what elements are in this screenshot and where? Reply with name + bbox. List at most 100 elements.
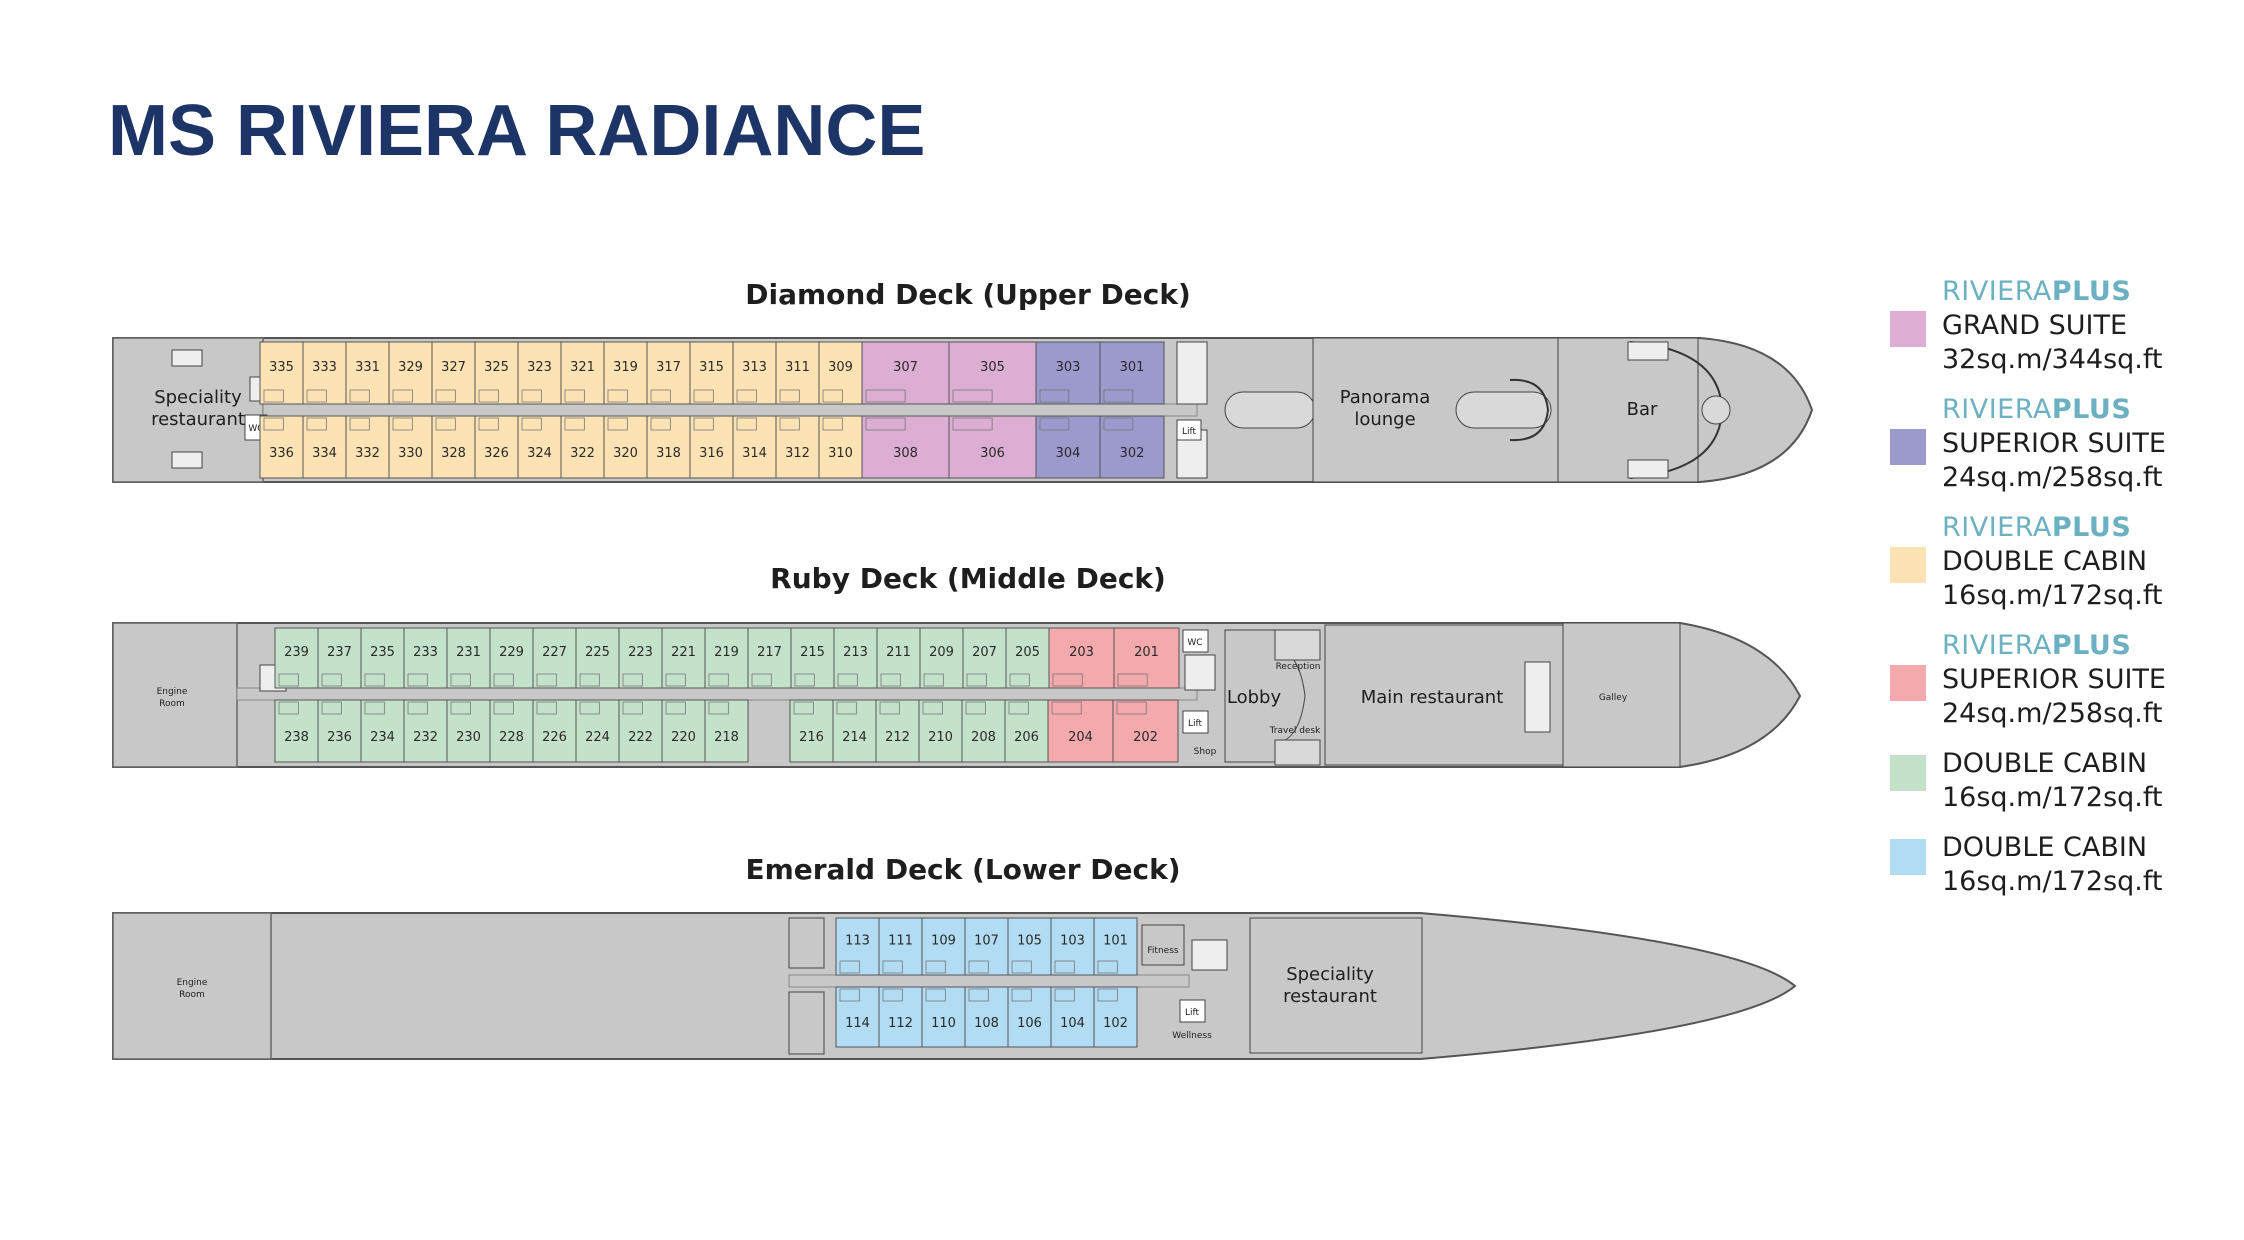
cabin-226[interactable] (532, 699, 577, 763)
cabin-219[interactable] (704, 627, 749, 689)
cabin-104[interactable] (1050, 986, 1095, 1048)
cabin-209[interactable] (919, 627, 964, 689)
cabin-103[interactable] (1050, 917, 1095, 976)
cabin-number: 230 (456, 730, 481, 745)
cabin-207[interactable] (962, 627, 1007, 689)
cabin-108[interactable] (964, 986, 1009, 1048)
cabin-112[interactable] (878, 986, 923, 1048)
cabin-318[interactable] (646, 415, 691, 479)
cabin-315[interactable] (689, 341, 734, 405)
cabin-204[interactable] (1047, 699, 1114, 763)
cabin-230[interactable] (446, 699, 491, 763)
cabin-bathroom (650, 417, 671, 431)
cabin-323[interactable] (517, 341, 562, 405)
cabin-224[interactable] (575, 699, 620, 763)
cabin-bathroom (1054, 988, 1075, 1002)
cabin-106[interactable] (1007, 986, 1052, 1048)
cabin-333[interactable] (302, 341, 347, 405)
cabin-number: 236 (327, 730, 352, 745)
cabin-222[interactable] (618, 699, 663, 763)
cabin-206[interactable] (1004, 699, 1049, 763)
cabin-214[interactable] (832, 699, 877, 763)
cabin-327[interactable] (431, 341, 476, 405)
ruby-engine-label-2: Room (159, 699, 185, 709)
cabin-218[interactable] (704, 699, 749, 763)
cabin-bathroom (968, 988, 989, 1002)
cabin-326[interactable] (474, 415, 519, 479)
cabin-232[interactable] (403, 699, 448, 763)
cabin-number: 228 (499, 730, 524, 745)
cabin-109[interactable] (921, 917, 966, 976)
cabin-233[interactable] (403, 627, 448, 689)
cabin-322[interactable] (560, 415, 605, 479)
cabin-111[interactable] (878, 917, 923, 976)
cabin-202[interactable] (1112, 699, 1179, 763)
cabin-329[interactable] (388, 341, 433, 405)
cabin-336[interactable] (259, 415, 304, 479)
cabin-203[interactable] (1048, 627, 1115, 689)
cabin-225[interactable] (575, 627, 620, 689)
cabin-335[interactable] (259, 341, 304, 405)
cabin-105[interactable] (1007, 917, 1052, 976)
cabin-bathroom (392, 389, 413, 403)
cabin-bathroom (450, 673, 471, 687)
cabin-328[interactable] (431, 415, 476, 479)
cabin-210[interactable] (918, 699, 963, 763)
cabin-number: 232 (413, 730, 438, 745)
cabin-325[interactable] (474, 341, 519, 405)
cabin-102[interactable] (1093, 986, 1138, 1048)
cabin-231[interactable] (446, 627, 491, 689)
cabin-236[interactable] (317, 699, 362, 763)
cabin-205[interactable] (1005, 627, 1050, 689)
cabin-301[interactable] (1099, 341, 1165, 405)
cabin-227[interactable] (532, 627, 577, 689)
cabin-331[interactable] (345, 341, 390, 405)
cabin-113[interactable] (835, 917, 880, 976)
cabin-229[interactable] (489, 627, 534, 689)
cabin-bathroom (263, 417, 284, 431)
cabin-220[interactable] (661, 699, 706, 763)
cabin-110[interactable] (921, 986, 966, 1048)
diamond-deck-title: Diamond Deck (Upper Deck) (745, 278, 1191, 311)
cabin-303[interactable] (1035, 341, 1101, 405)
cabin-number: 308 (893, 446, 918, 461)
cabin-bathroom (392, 417, 413, 431)
cabin-number: 225 (585, 645, 610, 660)
cabin-216[interactable] (789, 699, 834, 763)
cabin-235[interactable] (360, 627, 405, 689)
cabin-311[interactable] (775, 341, 820, 405)
cabin-213[interactable] (833, 627, 878, 689)
cabin-bathroom (693, 417, 714, 431)
cabin-bathroom (1117, 673, 1148, 687)
cabin-number: 107 (974, 934, 999, 949)
cabin-319[interactable] (603, 341, 648, 405)
cabin-237[interactable] (317, 627, 362, 689)
cabin-302[interactable] (1099, 415, 1165, 479)
cabin-324[interactable] (517, 415, 562, 479)
cabin-211[interactable] (876, 627, 921, 689)
cabin-bathroom (882, 988, 903, 1002)
cabin-223[interactable] (618, 627, 663, 689)
cabin-208[interactable] (961, 699, 1006, 763)
cabin-330[interactable] (388, 415, 433, 479)
cabin-bathroom (1097, 960, 1118, 974)
cabin-321[interactable] (560, 341, 605, 405)
cabin-316[interactable] (689, 415, 734, 479)
cabin-number: 213 (843, 645, 868, 660)
cabin-310[interactable] (818, 415, 863, 479)
cabin-238[interactable] (274, 699, 319, 763)
cabin-bathroom (822, 417, 843, 431)
cabin-bathroom (925, 988, 946, 1002)
cabin-bathroom (478, 389, 499, 403)
cabin-201[interactable] (1113, 627, 1180, 689)
cabin-228[interactable] (489, 699, 534, 763)
cabin-304[interactable] (1035, 415, 1101, 479)
cabin-221[interactable] (661, 627, 706, 689)
cabin-101[interactable] (1093, 917, 1138, 976)
cabin-320[interactable] (603, 415, 648, 479)
cabin-bathroom (321, 673, 342, 687)
cabin-number: 105 (1017, 934, 1042, 949)
cabin-312[interactable] (775, 415, 820, 479)
